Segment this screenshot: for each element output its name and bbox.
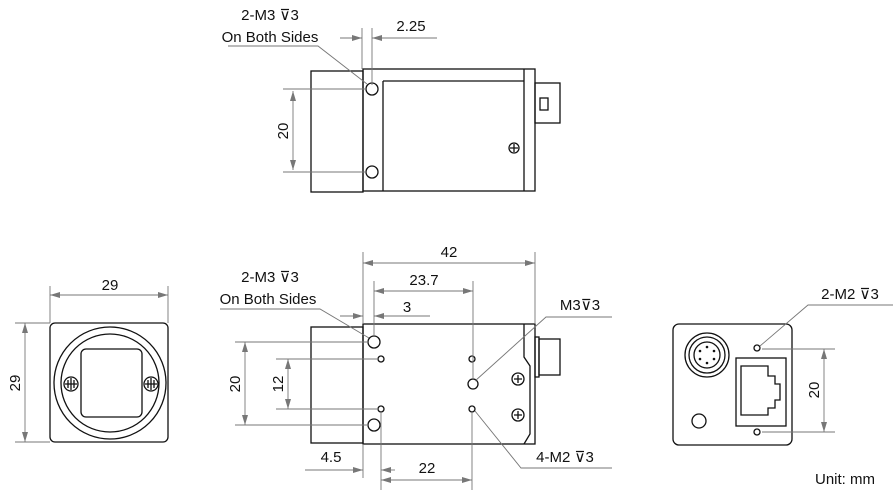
unit-label: Unit: mm [815, 471, 875, 488]
dim-4-5: 4.5 [321, 449, 342, 466]
rear-view: 20 2-M2 ⊽3 [672, 286, 893, 446]
screw-icon [63, 376, 79, 392]
hole-label-sub: On Both Sides [222, 29, 319, 46]
camera-body [362, 323, 536, 445]
hole-label: 2-M3 ⊽3 [241, 7, 299, 24]
camera-body [362, 68, 536, 192]
m2-label: 2-M2 ⊽3 [821, 286, 879, 303]
screw-icon [511, 408, 525, 422]
m2-label: 4-M2 ⊽3 [536, 449, 594, 466]
bottom-view: 42 23.7 3 2-M3 ⊽3 On Both Sides 20 12 4.… [220, 244, 612, 490]
lens-mount [310, 326, 364, 444]
rear-face [672, 323, 793, 446]
connector [534, 82, 561, 124]
screw-icon [508, 142, 520, 154]
dim-3: 3 [403, 299, 411, 316]
sensor-window [80, 348, 143, 418]
dim-22: 22 [419, 460, 436, 477]
dim-23-7: 23.7 [409, 272, 438, 289]
m3-hole [365, 165, 379, 179]
m3-label: M3⊽3 [560, 297, 600, 314]
screw-icon [511, 372, 525, 386]
m3-hole [367, 418, 381, 432]
m2-hole [753, 428, 761, 436]
m2-hole [753, 344, 761, 352]
m2-hole [468, 355, 476, 363]
hole-label: 2-M3 ⊽3 [241, 269, 299, 286]
screw-icon [143, 376, 159, 392]
dim-20: 20 [275, 123, 292, 140]
dim-12: 12 [270, 376, 287, 393]
m2-hole [377, 355, 385, 363]
hole-label-sub: On Both Sides [220, 291, 317, 308]
dim-29-width: 29 [102, 277, 119, 294]
dim-20: 20 [227, 376, 244, 393]
front-face [49, 322, 169, 443]
dim-29-height: 29 [7, 375, 24, 392]
m2-hole [377, 405, 385, 413]
side-view: 20 2.25 2-M3 ⊽3 On Both Sides [222, 7, 561, 193]
m2-hole [468, 405, 476, 413]
m3-hole [367, 335, 381, 349]
dim-42: 42 [441, 244, 458, 261]
ethernet-port [735, 357, 787, 427]
dim-20: 20 [806, 382, 823, 399]
m3-hole [467, 378, 479, 390]
connector [538, 338, 561, 376]
dim-2-25: 2.25 [396, 18, 425, 35]
power-io-connector [684, 332, 730, 378]
front-view: 29 29 [7, 277, 169, 443]
status-led [691, 413, 707, 429]
